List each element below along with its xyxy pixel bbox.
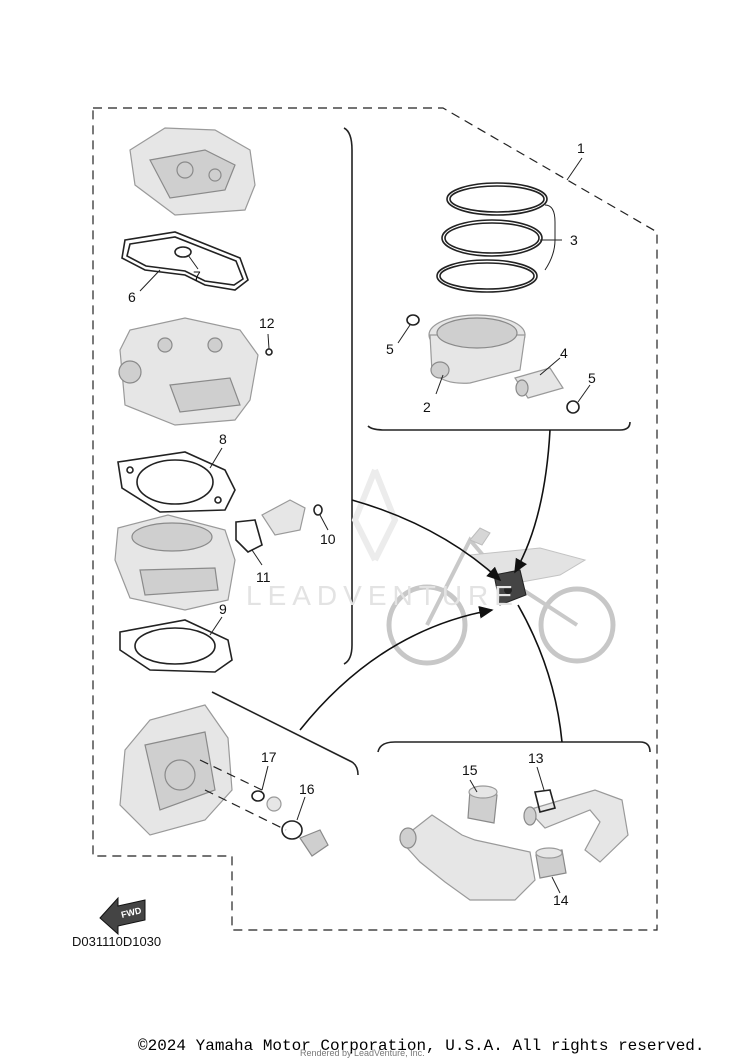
callout-13: 13 bbox=[528, 750, 544, 766]
callout-17: 17 bbox=[261, 749, 277, 765]
thermostat-housing bbox=[235, 499, 323, 553]
arrow-from-crankcase bbox=[299, 605, 494, 731]
head-cover-gasket bbox=[121, 231, 249, 291]
divider-piston-box bbox=[367, 421, 631, 431]
seal-ring bbox=[174, 246, 192, 258]
cylinder-base-gasket bbox=[119, 619, 233, 673]
callout-5a: 5 bbox=[386, 341, 394, 357]
callout-9: 9 bbox=[219, 601, 227, 617]
callout-15: 15 bbox=[462, 762, 478, 778]
callout-1: 1 bbox=[577, 140, 585, 156]
divider-crankcase bbox=[211, 691, 359, 776]
callout-numbers: 1 2 3 4 5 5 6 7 8 9 10 11 12 13 14 15 16… bbox=[128, 140, 596, 908]
callout-12: 12 bbox=[259, 315, 275, 331]
exhaust-gasket-13 bbox=[534, 789, 556, 813]
callout-8: 8 bbox=[219, 431, 227, 447]
diagram-code: D031110D1030 bbox=[72, 934, 162, 949]
fwd-arrow-icon: FWD bbox=[99, 896, 146, 936]
exhaust-pipe-front bbox=[399, 814, 536, 901]
arrow-from-head bbox=[351, 499, 502, 582]
arrow-to-exhaust-link bbox=[517, 604, 563, 743]
copyright-notice: ©2024 Yamaha Motor Corporation, U.S.A. A… bbox=[138, 1037, 705, 1055]
callout-11: 11 bbox=[256, 569, 271, 585]
oring-16 bbox=[281, 820, 303, 840]
callout-3: 3 bbox=[570, 232, 578, 248]
callout-14: 14 bbox=[553, 892, 569, 908]
rendered-by-note: Rendered by LeadVenture, Inc. bbox=[300, 1048, 425, 1058]
leader-lines bbox=[139, 157, 591, 894]
cylinder-head-cover bbox=[129, 127, 256, 216]
cylinder bbox=[114, 514, 236, 611]
kit-outline bbox=[92, 107, 658, 931]
watermark-text: LEADVENTURE bbox=[246, 580, 519, 611]
callout-4: 4 bbox=[560, 345, 568, 361]
gear-16b bbox=[299, 829, 329, 857]
oring-17 bbox=[251, 790, 265, 802]
piston bbox=[428, 314, 526, 384]
circlip-left bbox=[406, 314, 420, 326]
arrow-from-piston bbox=[514, 429, 551, 574]
callout-16: 16 bbox=[299, 781, 315, 797]
piston-rings bbox=[436, 182, 562, 293]
cylinder-head-gasket bbox=[117, 451, 236, 513]
dash-line-lower bbox=[204, 789, 287, 831]
divider-exhaust bbox=[377, 741, 651, 753]
exhaust-joint-14 bbox=[535, 847, 567, 879]
small-oring bbox=[265, 348, 273, 356]
bushing-16a bbox=[266, 796, 282, 812]
callout-5b: 5 bbox=[588, 370, 596, 386]
crankcase-cover bbox=[119, 704, 233, 836]
callout-2: 2 bbox=[423, 399, 431, 415]
divider-left bbox=[343, 127, 353, 665]
cylinder-head bbox=[118, 317, 259, 426]
watermark-logo bbox=[351, 468, 399, 562]
dash-line-upper bbox=[199, 759, 263, 791]
fwd-label: FWD bbox=[120, 905, 143, 920]
piston-pin bbox=[514, 367, 564, 399]
callout-10: 10 bbox=[320, 531, 336, 547]
callout-6: 6 bbox=[128, 289, 136, 305]
callout-7: 7 bbox=[193, 268, 201, 284]
circlip-right bbox=[566, 400, 580, 414]
exhaust-joint-15 bbox=[467, 785, 498, 824]
